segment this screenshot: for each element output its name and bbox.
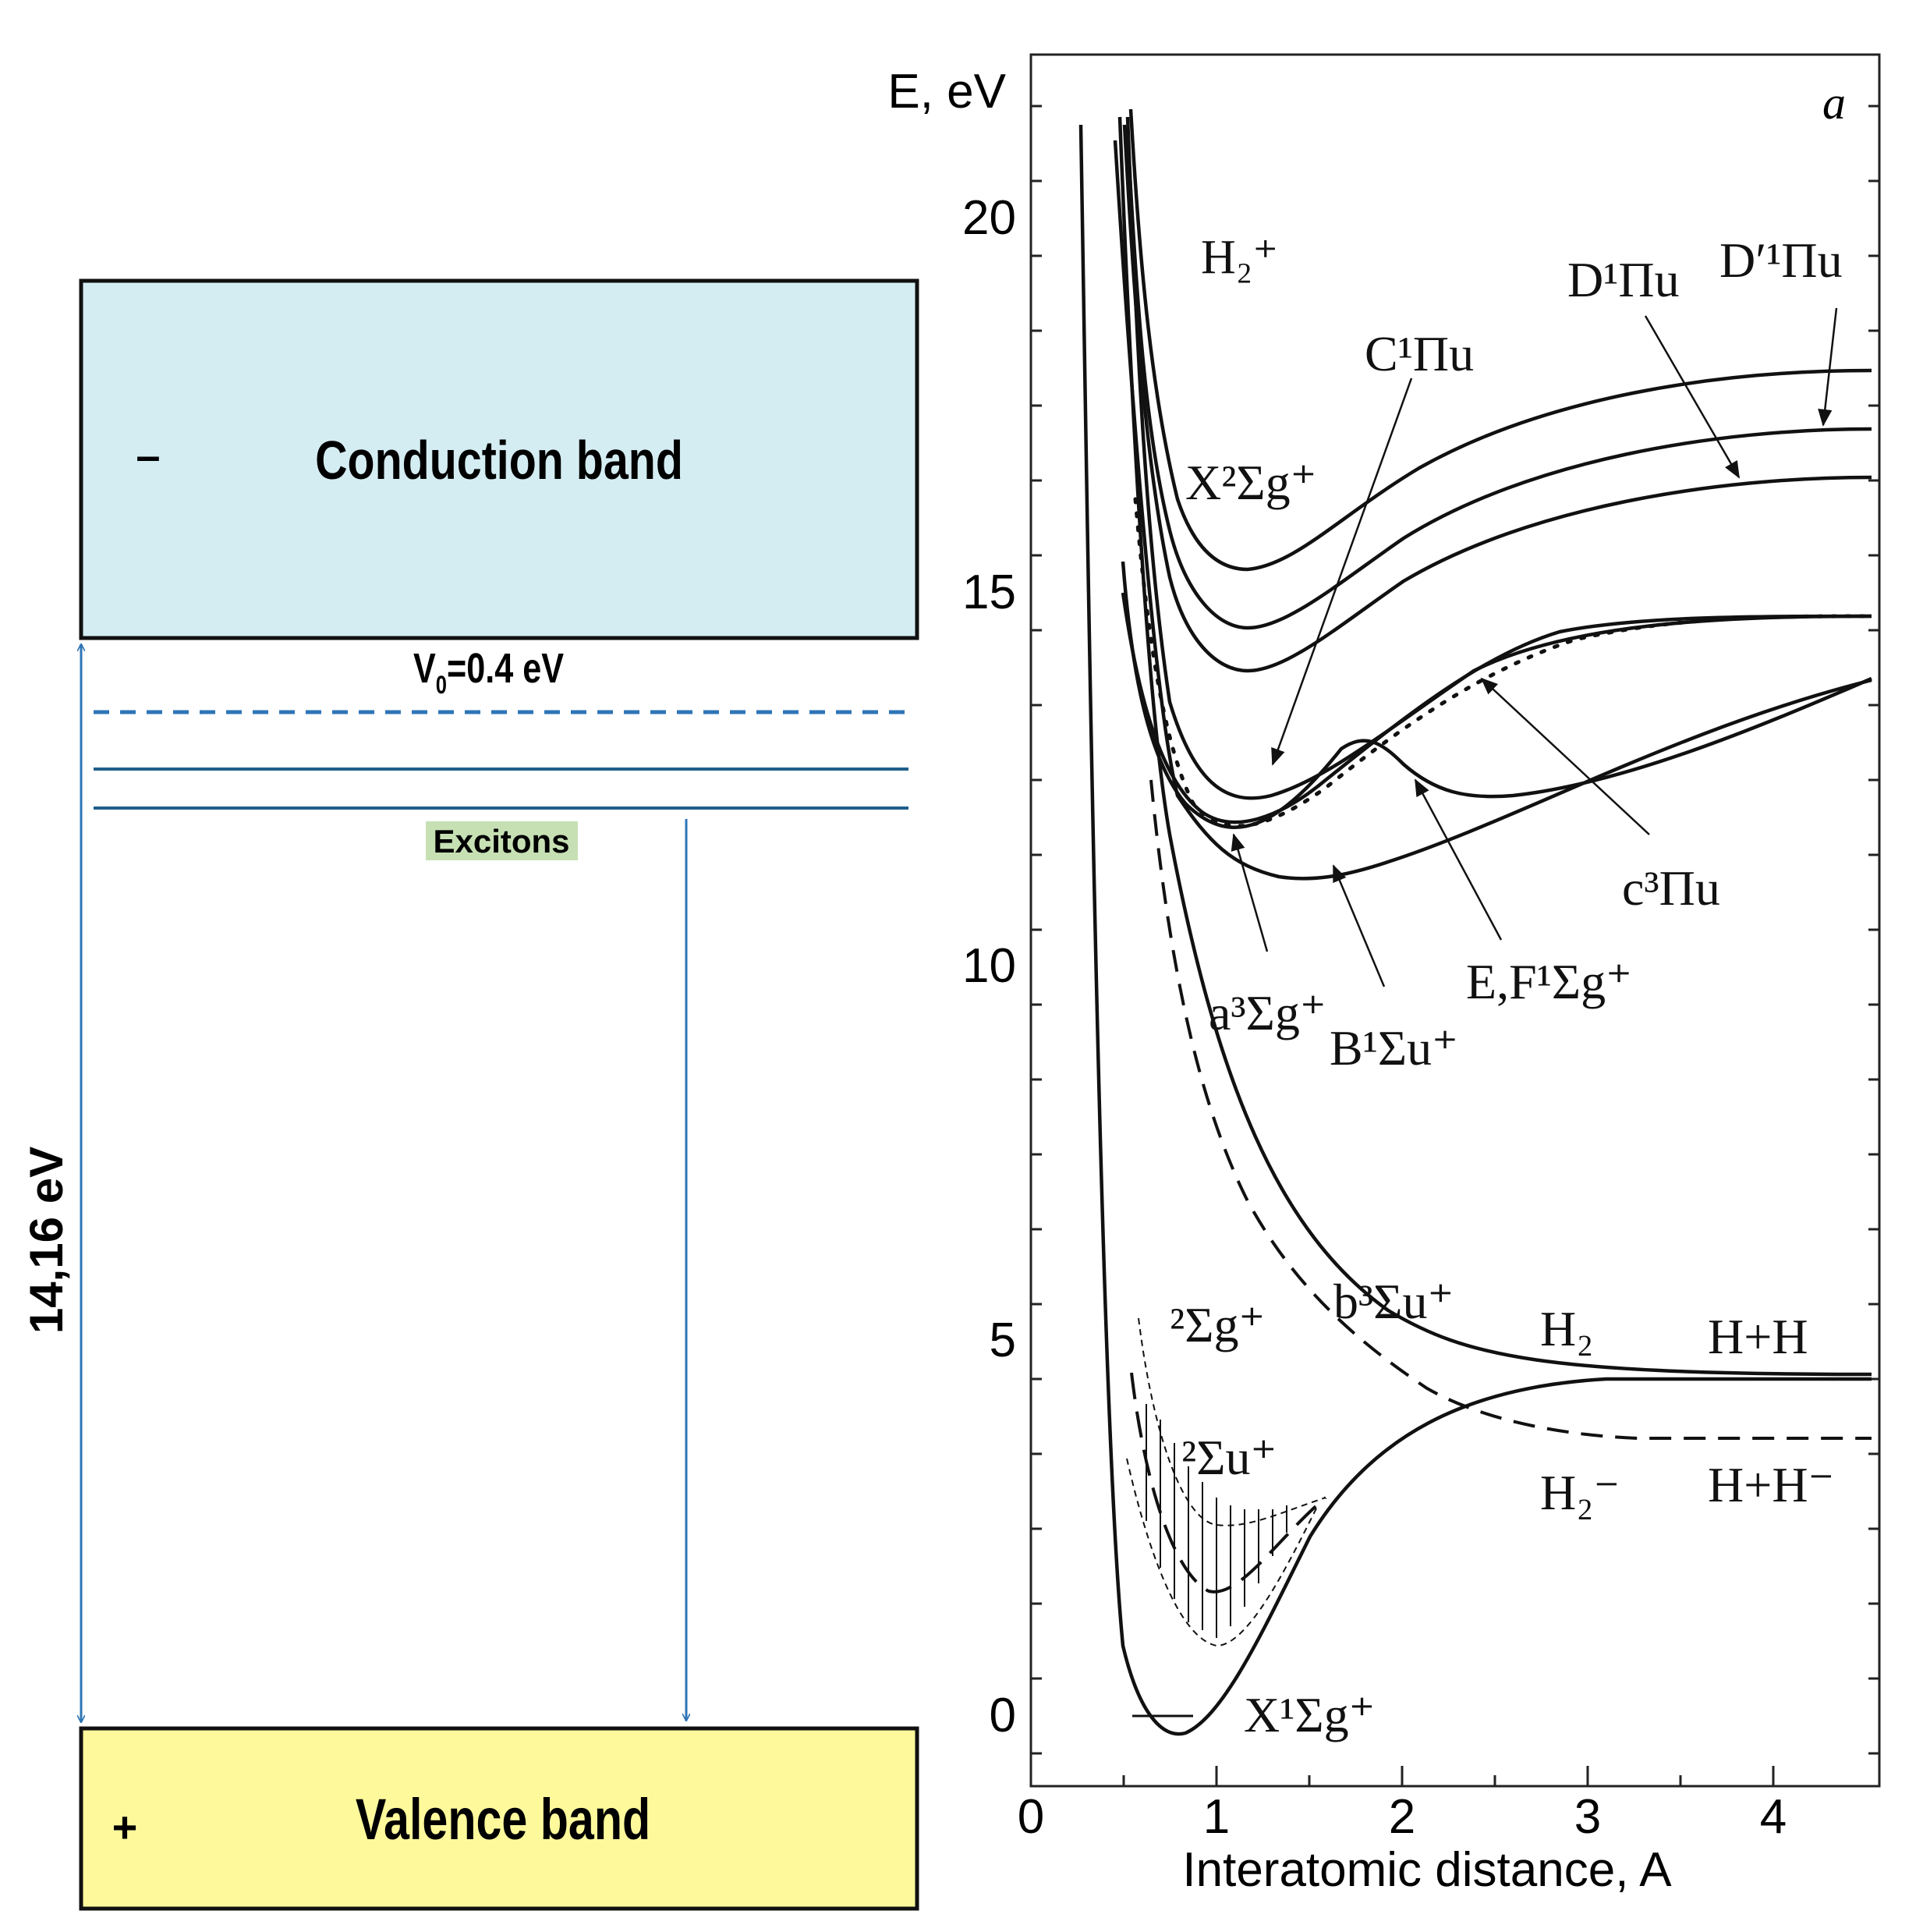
valence-band	[79, 1726, 919, 1911]
panel-letter: a	[1822, 77, 1846, 129]
label-h2-minus: H₂⁻	[1540, 1465, 1620, 1520]
label-b1-sigma-u: B¹Σu⁺	[1330, 1020, 1458, 1076]
x-tick-labels: 0 1 2 3 4	[1018, 1790, 1787, 1844]
y-axis-title: E, eV	[887, 65, 1006, 119]
label-d1-pi-u: D¹Πu	[1567, 252, 1680, 307]
tick-marks	[1029, 105, 1879, 1786]
curves	[1078, 108, 1874, 1736]
label-c1-pi-u: C¹Πu	[1365, 326, 1474, 381]
label-x1-sigma-g: X¹Σg⁺	[1244, 1687, 1375, 1742]
curve-sigma-u-2-dashed	[1130, 1372, 1327, 1593]
label-sigma-g-2: ²Σg⁺	[1170, 1297, 1265, 1352]
x-tick-label: 2	[1389, 1790, 1415, 1844]
band-diagram: – Conduction band V0=0.4 eV Excitons 14,…	[20, 278, 919, 1911]
curve-b3-sigma-u	[1117, 116, 1872, 1377]
excitons-label-bg	[426, 821, 578, 860]
curve-x1-sigma-g-ground	[1078, 124, 1872, 1736]
state-labels: H₂⁺ X²Σg⁺ C¹Πu D¹Πu D′¹Πu c³Πu E,F¹Σg⁺ B…	[1170, 231, 1843, 1742]
x-axis-title: Interatomic distance, A	[1182, 1843, 1672, 1897]
curve-c3-pi-u	[1121, 592, 1872, 824]
label-a3-sigma-g: a³Σg⁺	[1209, 985, 1326, 1040]
curve-sigma-g-2-thin-dashed	[1138, 1317, 1326, 1526]
arrow-c1-pi-u	[1271, 378, 1413, 766]
x-tick-label: 0	[1018, 1790, 1044, 1844]
y-tick-label: 5	[990, 1313, 1016, 1367]
curve-c1-pi-u	[1125, 116, 1872, 800]
curve-h2-minus-dashed	[1149, 779, 1872, 1440]
excitons-label: Excitons	[433, 823, 569, 860]
x-tick-label: 3	[1574, 1790, 1601, 1844]
conduction-band-sign: –	[136, 431, 160, 480]
curve-dprime1-pi-u	[1125, 132, 1872, 630]
annotation-arrows	[1231, 307, 1838, 987]
curve-x2-sigma-g-ion	[1128, 108, 1872, 572]
label-hh-minus: H+H⁻	[1708, 1457, 1834, 1512]
y-tick-label: 0	[990, 1689, 1016, 1742]
label-h2-plus: H₂⁺	[1201, 231, 1278, 284]
label-c3-pi-u: c³Πu	[1622, 860, 1720, 916]
curve-ef1-sigma-g	[1121, 561, 1872, 830]
arrow-d1-pi-u	[1644, 315, 1741, 479]
conduction-band-label: Conduction band	[315, 430, 683, 491]
y-tick-label: 15	[962, 565, 1016, 619]
label-b3-sigma-u: b³Σu⁺	[1333, 1274, 1454, 1329]
conduction-band	[79, 278, 919, 640]
label-x2-sigma-g: X²Σg⁺	[1185, 455, 1316, 510]
curve-d1-pi-u	[1122, 124, 1872, 673]
arrow-ef1-sigma-g	[1414, 778, 1503, 941]
arrow-c3-pi-u	[1480, 677, 1650, 835]
valence-band-label: Valence band	[356, 1788, 650, 1852]
valence-band-sign: +	[112, 1803, 138, 1852]
arrow-a3-sigma-g	[1231, 833, 1269, 952]
label-dprime1-pi-u: D′¹Πu	[1719, 232, 1843, 288]
plot-frame	[1029, 53, 1881, 1788]
curve-a3-sigma-g-dotted	[1133, 497, 1874, 828]
x-tick-label: 4	[1760, 1790, 1787, 1844]
y-tick-labels: 0 5 10 15 20	[962, 191, 1016, 1742]
curve-sigma-lower-thin-dashed	[1126, 1458, 1319, 1647]
label-h2: H₂	[1540, 1301, 1594, 1356]
arrow-dprime1-pi-u	[1818, 307, 1838, 427]
label-sigma-u-2: ²Σu⁺	[1181, 1430, 1277, 1485]
resonance-hatching	[1146, 1404, 1287, 1638]
arrow-b1-sigma-u	[1332, 864, 1386, 987]
y-tick-label: 20	[962, 191, 1016, 245]
band-gap-label: 14,16 eV	[20, 1147, 73, 1334]
potential-curves-plot: E, eV a Interatomic distance, A 0 5 10 1…	[887, 53, 1881, 1897]
label-hh: H+H	[1708, 1309, 1808, 1364]
y-tick-label: 10	[962, 939, 1016, 993]
label-ef1-sigma-g: E,F¹Σg⁺	[1466, 954, 1632, 1009]
x-tick-label: 1	[1203, 1790, 1230, 1844]
v0-label: V0=0.4 eV	[413, 646, 564, 700]
